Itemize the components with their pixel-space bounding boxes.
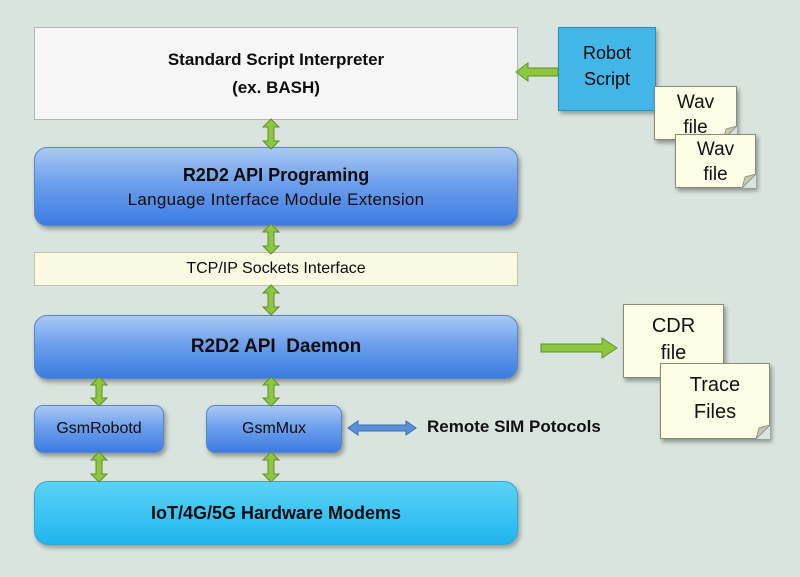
double-arrow-icon	[261, 284, 281, 316]
double-arrow-icon	[261, 451, 281, 483]
robot-script-line1: Robot	[582, 43, 632, 63]
trace-line2: Files	[693, 401, 737, 423]
robot-script-doc: Robot Script	[558, 27, 656, 111]
cdr-line1: CDR	[651, 315, 696, 337]
arrow-left-icon	[515, 62, 559, 82]
api-daemon-box: R2D2 API Daemon	[34, 315, 518, 379]
wav-file-doc-1: Wav file	[654, 86, 737, 140]
double-arrow-icon	[261, 223, 281, 255]
hardware-modems-box: IoT/4G/5G Hardware Modems	[34, 481, 518, 545]
page-fold-icon	[756, 425, 770, 439]
script-interpreter-box: Standard Script Interpreter (ex. BASH)	[34, 27, 518, 120]
gsmmux-box: GsmMux	[206, 405, 342, 453]
double-arrow-icon	[261, 118, 281, 150]
gsmrobotd-label: GsmRobotd	[56, 420, 142, 437]
double-arrow-horizontal-icon	[347, 420, 417, 436]
page-fold-icon	[742, 174, 756, 188]
wav1-line1: Wav	[676, 92, 715, 113]
api-programming-box: R2D2 API Programing Language Interface M…	[34, 147, 518, 226]
remote-sim-label: Remote SIM Potocols	[427, 417, 601, 436]
arrow-right-icon	[540, 337, 618, 359]
sockets-label: TCP/IP Sockets Interface	[186, 260, 366, 277]
wav2-line2: file	[703, 164, 728, 185]
double-arrow-icon	[89, 376, 109, 407]
daemon-label: R2D2 API Daemon	[190, 336, 362, 357]
modems-label: IoT/4G/5G Hardware Modems	[150, 502, 402, 523]
wav2-line1: Wav	[696, 139, 735, 160]
programming-title: R2D2 API Programing	[182, 164, 370, 185]
wav1-line2: file	[683, 117, 708, 138]
cdr-line2: file	[660, 342, 687, 364]
trace-files-doc: Trace Files	[660, 363, 770, 439]
interpreter-title: Standard Script Interpreter	[167, 49, 385, 69]
wav-file-doc-2: Wav file	[675, 134, 756, 188]
gsmrobotd-box: GsmRobotd	[34, 405, 164, 453]
tcpip-sockets-box: TCP/IP Sockets Interface	[34, 252, 518, 286]
gsmmux-label: GsmMux	[242, 420, 306, 437]
interpreter-subtitle: (ex. BASH)	[232, 77, 320, 97]
robot-script-line2: Script	[583, 69, 630, 89]
double-arrow-icon	[89, 451, 109, 483]
double-arrow-icon	[261, 376, 281, 407]
trace-line1: Trace	[689, 374, 741, 396]
programming-subtitle: Language Interface Module Extension	[127, 189, 425, 209]
